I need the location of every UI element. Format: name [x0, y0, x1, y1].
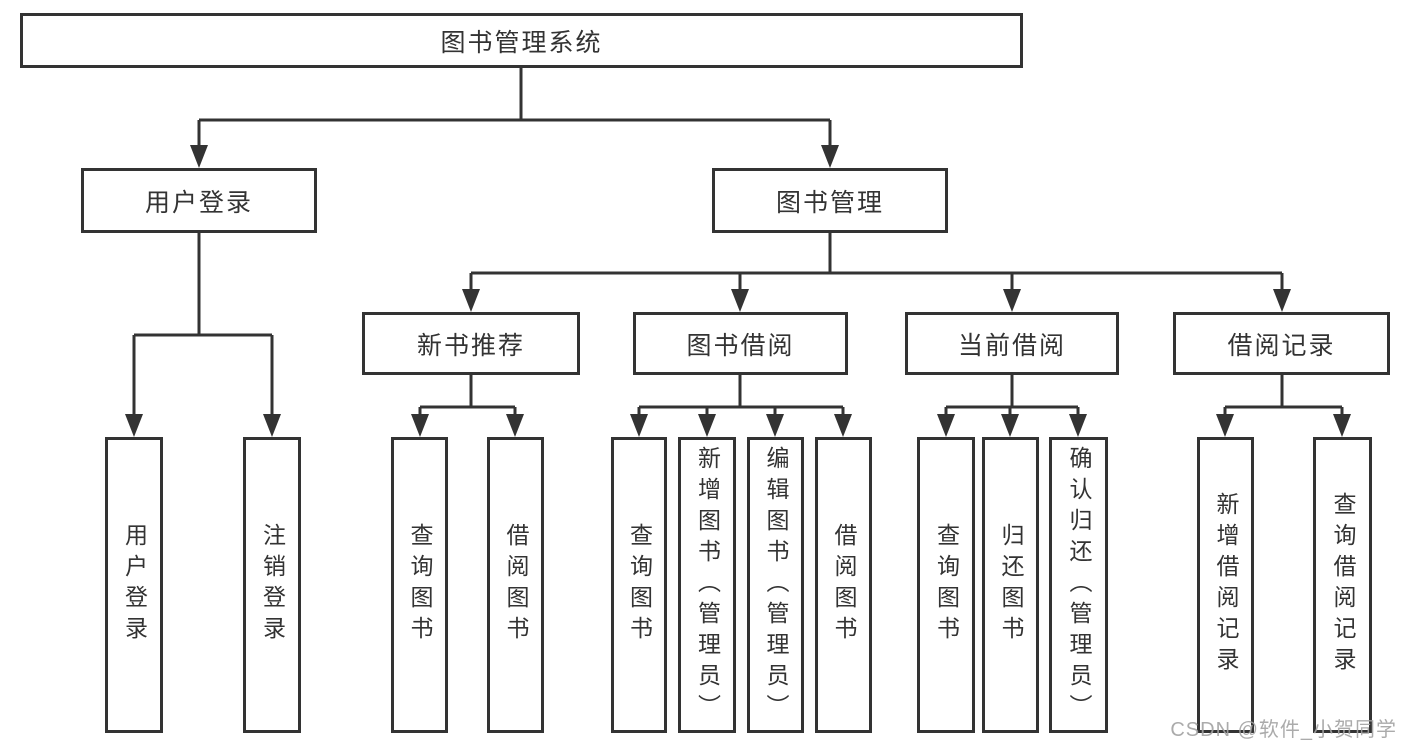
leaf-query-books-current: 查询图书 [917, 437, 975, 733]
node-current-borrowing: 当前借阅 [905, 312, 1119, 375]
watermark: CSDN @软件_小贺同学 [1170, 719, 1397, 741]
leaf-user-login: 用户登录 [105, 437, 163, 733]
leaf-borrow-books-recommend: 借阅图书 [487, 437, 544, 733]
leaf-add-book-admin: 新增图书（管理员） [678, 437, 736, 733]
leaf-borrow-books: 借阅图书 [815, 437, 872, 733]
node-library-management-system: 图书管理系统 [20, 13, 1023, 68]
leaf-logout: 注销登录 [243, 437, 301, 733]
node-book-management: 图书管理 [712, 168, 948, 233]
leaf-edit-book-admin: 编辑图书（管理员） [747, 437, 804, 733]
node-new-book-recommendation: 新书推荐 [362, 312, 580, 375]
leaf-query-borrow-record: 查询借阅记录 [1313, 437, 1372, 733]
leaf-query-books-borrow: 查询图书 [611, 437, 667, 733]
leaf-return-book: 归还图书 [982, 437, 1039, 733]
leaf-confirm-return-admin: 确认归还（管理员） [1049, 437, 1108, 733]
connector-path [132, 68, 1344, 433]
leaf-query-books-recommend: 查询图书 [391, 437, 448, 733]
node-borrowing-records: 借阅记录 [1173, 312, 1390, 375]
node-book-borrowing: 图书借阅 [633, 312, 848, 375]
node-user-login: 用户登录 [81, 168, 317, 233]
leaf-add-borrow-record: 新增借阅记录 [1197, 437, 1254, 733]
